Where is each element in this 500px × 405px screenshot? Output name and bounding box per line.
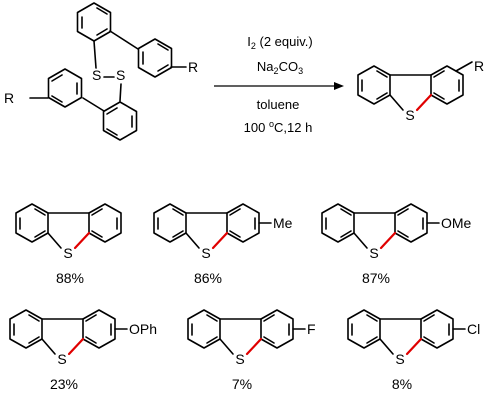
- condition-solvent: toluene: [257, 97, 300, 112]
- example-yield: 87%: [362, 270, 390, 286]
- reaction-conditions: I2 (2 equiv.) Na2CO3 toluene 100 oC,12 h: [214, 34, 344, 135]
- example-substituent: OPh: [129, 321, 157, 337]
- new-cs-bond: [245, 337, 263, 356]
- example-sulfur: S: [235, 351, 244, 367]
- sm-sulfur-2: S: [116, 67, 125, 83]
- example-substituent: F: [307, 321, 316, 337]
- condition-reagent-iodine: I2 (2 equiv.): [247, 34, 312, 51]
- condition-reagent-base: Na2CO3: [257, 59, 303, 76]
- new-cs-bond: [73, 231, 91, 250]
- example-yield: 7%: [232, 376, 252, 392]
- condition-temperature-time: 100 oC,12 h: [244, 119, 313, 135]
- sm-sulfur-1: S: [92, 67, 101, 83]
- ring-lr: [102, 101, 138, 141]
- sm-substituent-r-top: R: [188, 59, 198, 75]
- example-sulfur: S: [369, 245, 378, 261]
- example-substituent: Cl: [467, 321, 480, 337]
- example-5: S F 7%: [187, 309, 316, 392]
- example-sulfur: S: [201, 245, 210, 261]
- sm-substituent-r-bottom: R: [4, 90, 14, 106]
- example-4: S OPh 23%: [9, 309, 157, 392]
- example-yield: 8%: [392, 376, 412, 392]
- new-cs-bond: [415, 93, 433, 112]
- starting-material: R S S R: [4, 2, 198, 141]
- example-sulfur: S: [57, 351, 66, 367]
- example-2: S Me 86%: [153, 203, 293, 286]
- example-yield: 88%: [56, 270, 84, 286]
- ring-ul: [76, 2, 112, 42]
- example-3: S OMe 87%: [321, 203, 472, 286]
- new-cs-bond: [379, 231, 397, 250]
- new-cs-bond: [405, 337, 423, 356]
- example-yield: 86%: [194, 270, 222, 286]
- example-sulfur: S: [395, 351, 404, 367]
- example-sulfur: S: [63, 245, 72, 261]
- new-cs-bond: [67, 337, 85, 356]
- reaction-arrow-head: [334, 82, 344, 90]
- example-substituent: OMe: [441, 215, 472, 231]
- ring-ll: [47, 68, 83, 108]
- ring-ur: [137, 38, 173, 78]
- product-sulfur: S: [405, 107, 414, 123]
- example-yield: 23%: [50, 376, 78, 392]
- product: S R: [357, 58, 484, 123]
- example-6: S Cl 8%: [347, 309, 480, 392]
- example-1: S 88%: [15, 203, 122, 286]
- product-substituent-r: R: [474, 58, 484, 74]
- example-substituent: Me: [273, 215, 293, 231]
- dbt-core: S: [357, 65, 464, 123]
- new-cs-bond: [211, 231, 229, 250]
